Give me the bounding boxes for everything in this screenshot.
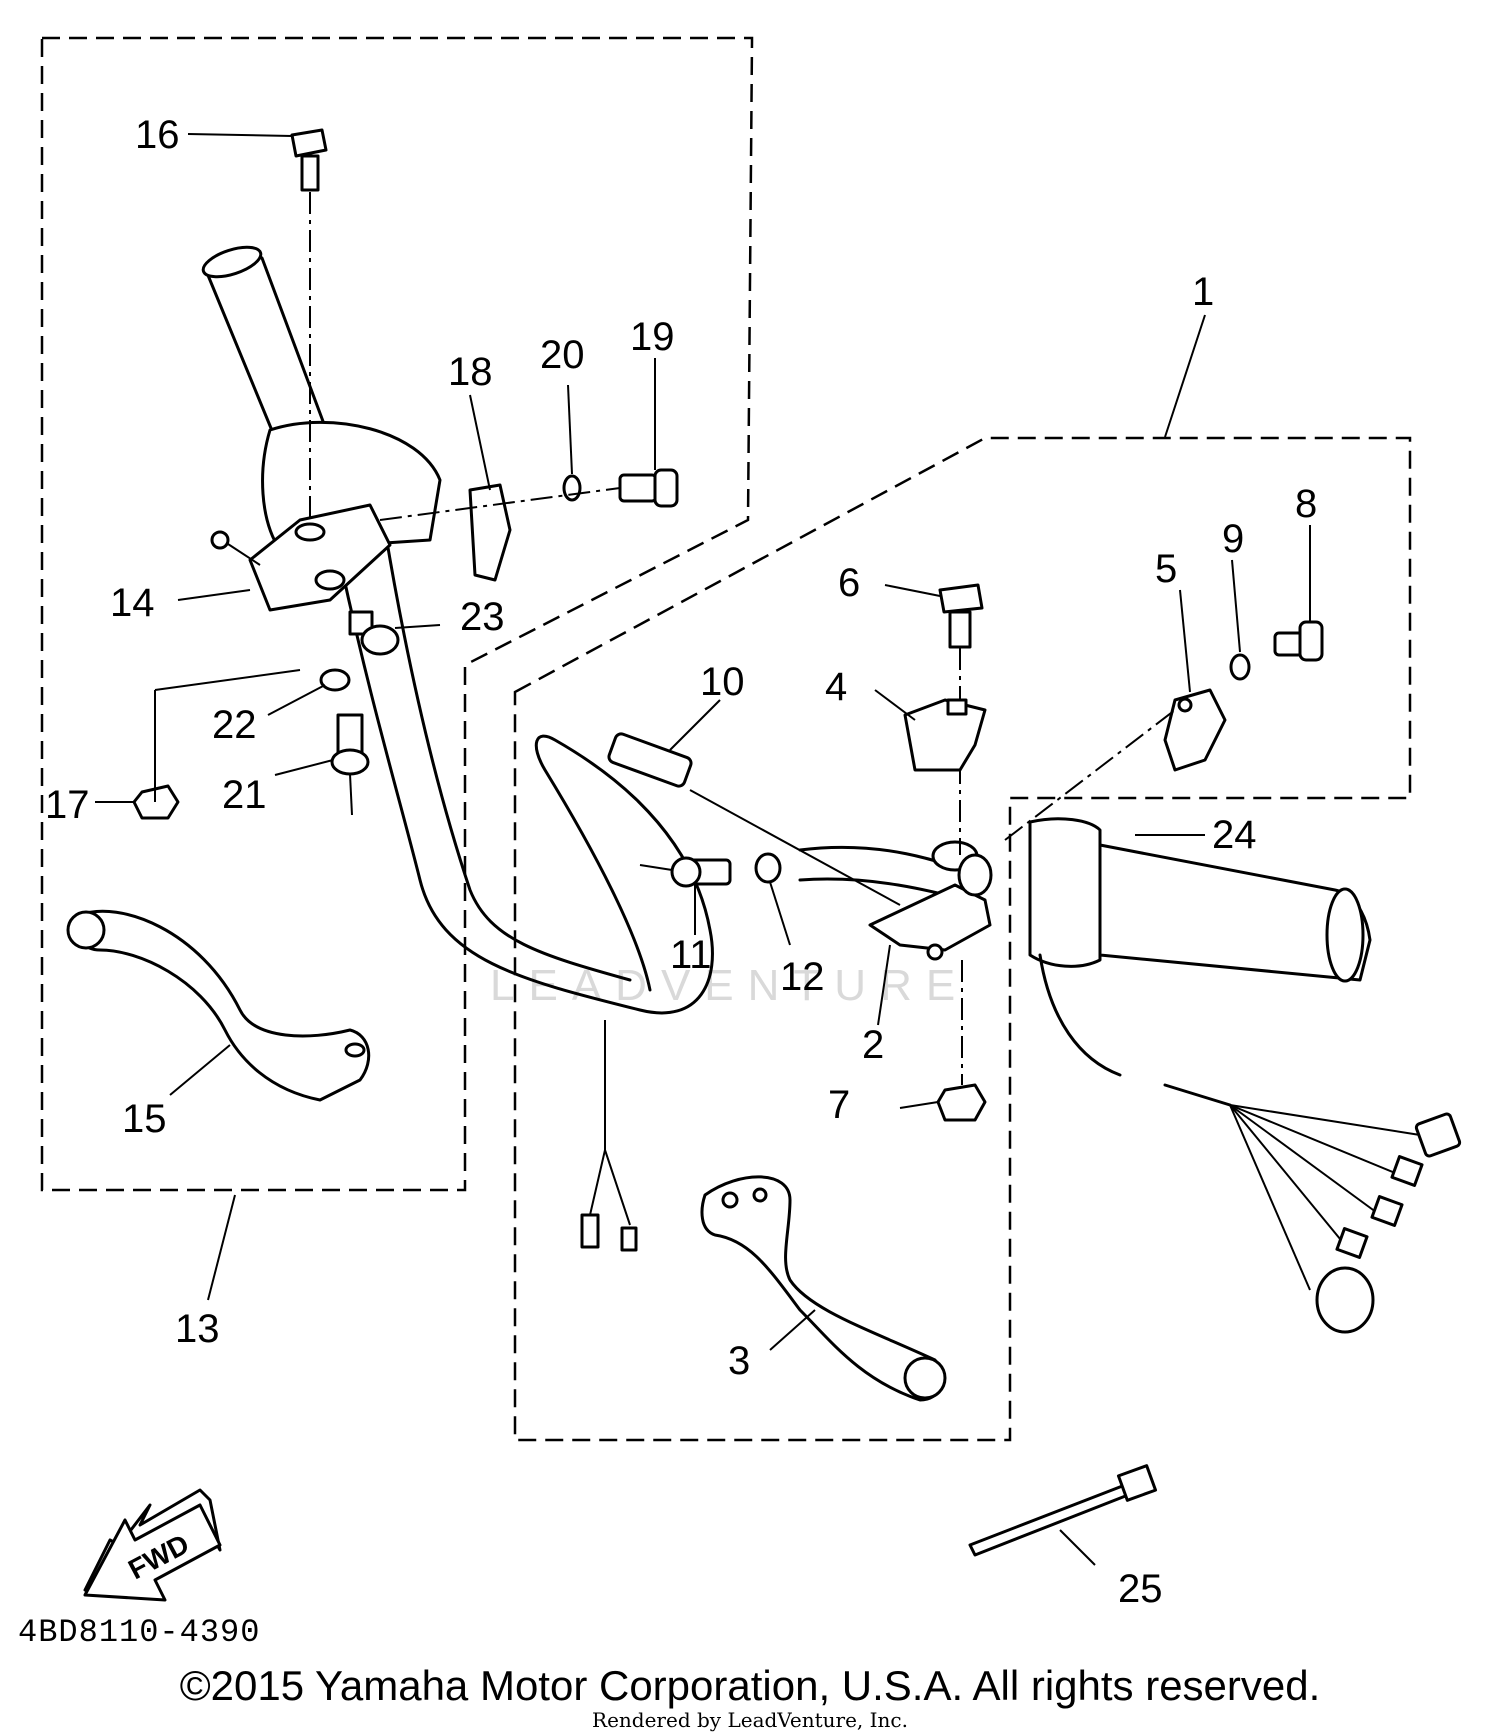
switch-wire (580, 1020, 638, 1252)
brake-lever-holder (868, 840, 993, 961)
callout-8: 8 (1295, 482, 1317, 526)
leader-lines (95, 133, 1311, 1566)
screw-8 (1273, 620, 1324, 662)
left-lever-group-boundary (40, 36, 754, 1192)
callout-17: 17 (45, 783, 90, 827)
callout-20: 20 (540, 333, 585, 377)
callout-22: 22 (212, 703, 257, 747)
bracket-18 (468, 483, 512, 582)
screw-19 (618, 468, 679, 508)
callout-4: 4 (825, 665, 847, 709)
callout-25: 25 (1118, 1567, 1163, 1611)
callout-21: 21 (222, 773, 267, 817)
callout-15: 15 (122, 1097, 167, 1141)
left-grip (201, 245, 442, 552)
washer-9 (1229, 653, 1251, 681)
clutch-lever-holder (210, 503, 392, 612)
bolt-6 (938, 583, 984, 855)
adjuster-11 (639, 856, 732, 888)
callout-13: 13 (175, 1307, 220, 1351)
callout-7: 7 (828, 1083, 850, 1127)
switch-4 (903, 698, 987, 772)
nut-7 (936, 1083, 987, 1122)
callout-10: 10 (700, 660, 745, 704)
adjuster-21 (330, 713, 370, 816)
diagram-code: 4BD8110-4390 (18, 1614, 261, 1651)
bracket-5 (1163, 688, 1227, 772)
callout-2: 2 (862, 1023, 884, 1067)
callout-24: 24 (1212, 813, 1257, 857)
callout-11: 11 (670, 933, 712, 977)
locknut-22 (319, 668, 351, 692)
bolt-16 (290, 128, 328, 525)
cable-tie-25 (968, 1464, 1158, 1557)
washer-20 (562, 474, 582, 502)
watermark: LEADVENTURE (490, 961, 969, 1010)
callout-6: 6 (838, 561, 860, 605)
callout-18: 18 (448, 350, 493, 394)
clutch-lever-15 (66, 909, 371, 1102)
callout-1: 1 (1192, 270, 1214, 314)
callout-14: 14 (110, 581, 155, 625)
rendered-by-credit: Rendered by LeadVenture, Inc. (592, 1708, 908, 1732)
switch-harness (1038, 953, 1462, 1334)
callout-12: 12 (780, 955, 825, 999)
brake-switch-10 (607, 732, 901, 906)
callout-labels: 16 14 23 22 21 17 18 20 19 15 13 1 6 4 5… (45, 113, 1317, 1611)
axis-18-20 (379, 487, 621, 521)
plunger-23 (348, 610, 400, 656)
axis-5 (1004, 709, 1176, 841)
brake-lever-3 (700, 1175, 947, 1402)
callout-9: 9 (1222, 517, 1244, 561)
callout-16: 16 (135, 113, 180, 157)
right-lever-group-boundary (513, 436, 1412, 1442)
fwd-arrow: FWD (83, 1488, 222, 1602)
callout-19: 19 (630, 315, 675, 359)
right-grip-24 (1028, 817, 1372, 983)
copyright-notice: ©2015 Yamaha Motor Corporation, U.S.A. A… (179, 1662, 1321, 1709)
callout-23: 23 (460, 595, 505, 639)
nut-12 (754, 852, 782, 884)
callout-5: 5 (1155, 547, 1177, 591)
callout-3: 3 (728, 1339, 750, 1383)
